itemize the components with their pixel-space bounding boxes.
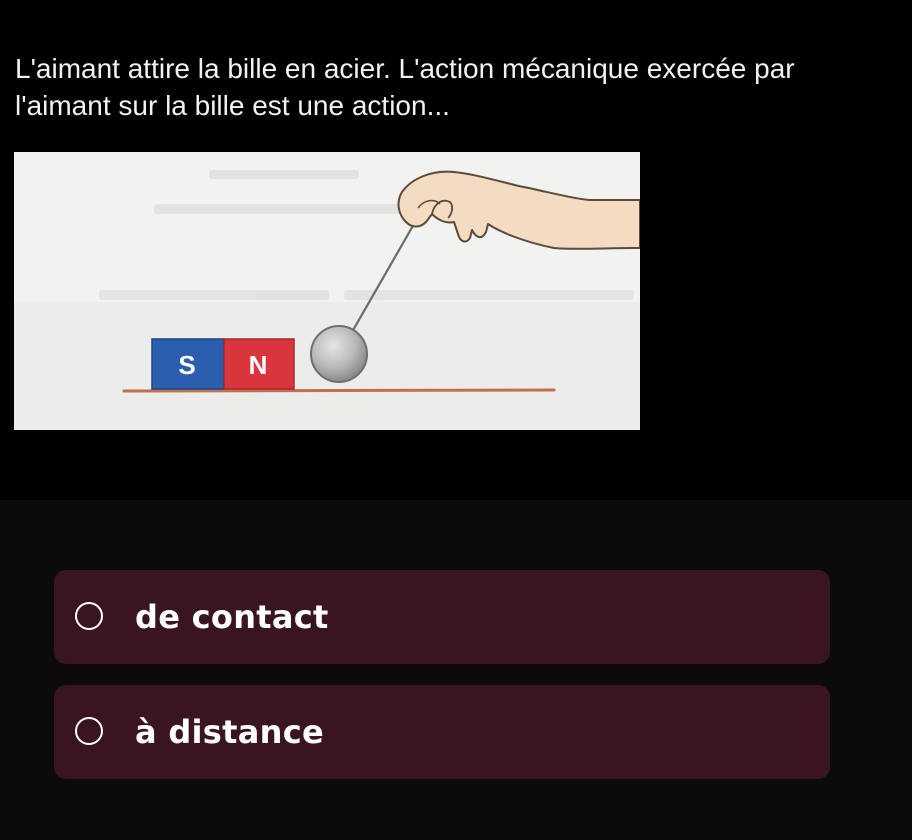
magnet-north-label: N (249, 350, 268, 380)
question-text: L'aimant attire la bille en acier. L'act… (15, 53, 795, 121)
radio-button-icon[interactable] (75, 602, 103, 630)
steel-ball (310, 325, 368, 383)
radio-button-icon[interactable] (75, 717, 103, 745)
magnet: S N (151, 338, 295, 390)
answers-panel: de contact à distance (0, 500, 912, 840)
option-a-distance[interactable]: à distance (54, 685, 830, 779)
option-label: de contact (135, 598, 329, 636)
option-de-contact[interactable]: de contact (54, 570, 830, 664)
magnet-north-pole (223, 338, 295, 390)
magnet-ball-illustration: S N (14, 152, 640, 430)
hand (397, 170, 640, 250)
magnet-south-label: S (178, 350, 195, 380)
ground-line (122, 388, 556, 393)
option-label: à distance (135, 713, 324, 751)
question-area: L'aimant attire la bille en acier. L'act… (14, 53, 795, 430)
pendulum-string (351, 223, 415, 333)
